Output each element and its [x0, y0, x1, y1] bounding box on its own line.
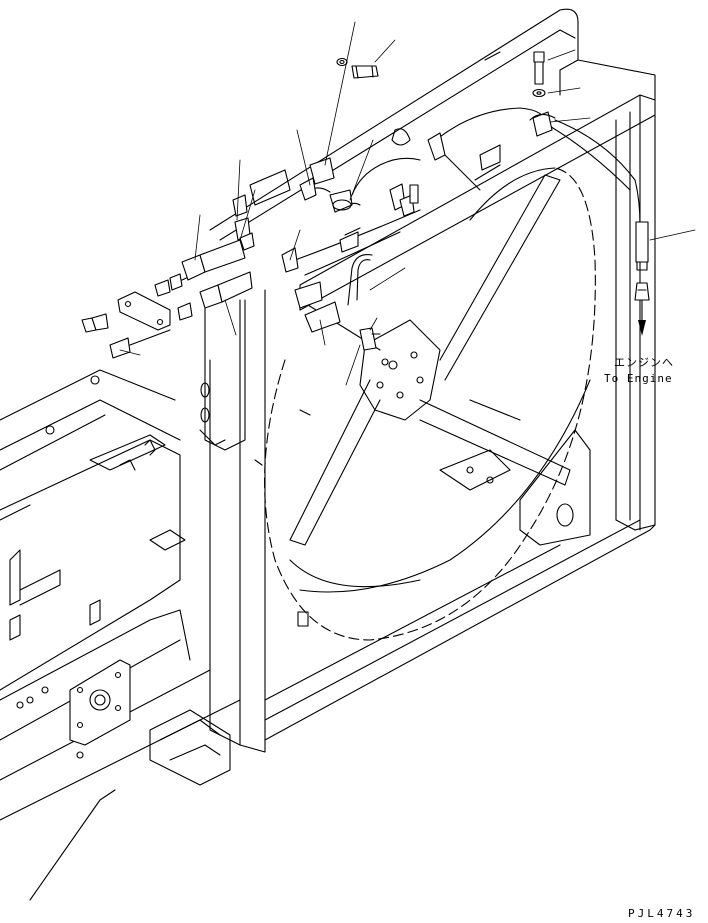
lower-support — [264, 429, 656, 741]
fan-shroud — [264, 167, 596, 641]
engine-label-jp: エンジンへ — [614, 356, 674, 369]
mounting-flange — [69, 659, 131, 746]
frame-details — [249, 51, 501, 466]
leader-lines — [119, 21, 696, 386]
drawing-code: PJL4743 — [628, 907, 695, 920]
engine-label-en: To Engine — [604, 372, 673, 385]
left-frame-post — [199, 289, 266, 753]
chassis-frame — [0, 369, 241, 901]
upper-bolts — [336, 51, 556, 137]
engine-line-fitting — [634, 221, 650, 336]
lower-bracket — [149, 709, 231, 786]
left-fittings — [81, 232, 381, 359]
upper-frame — [209, 8, 656, 531]
clamps — [232, 132, 501, 333]
